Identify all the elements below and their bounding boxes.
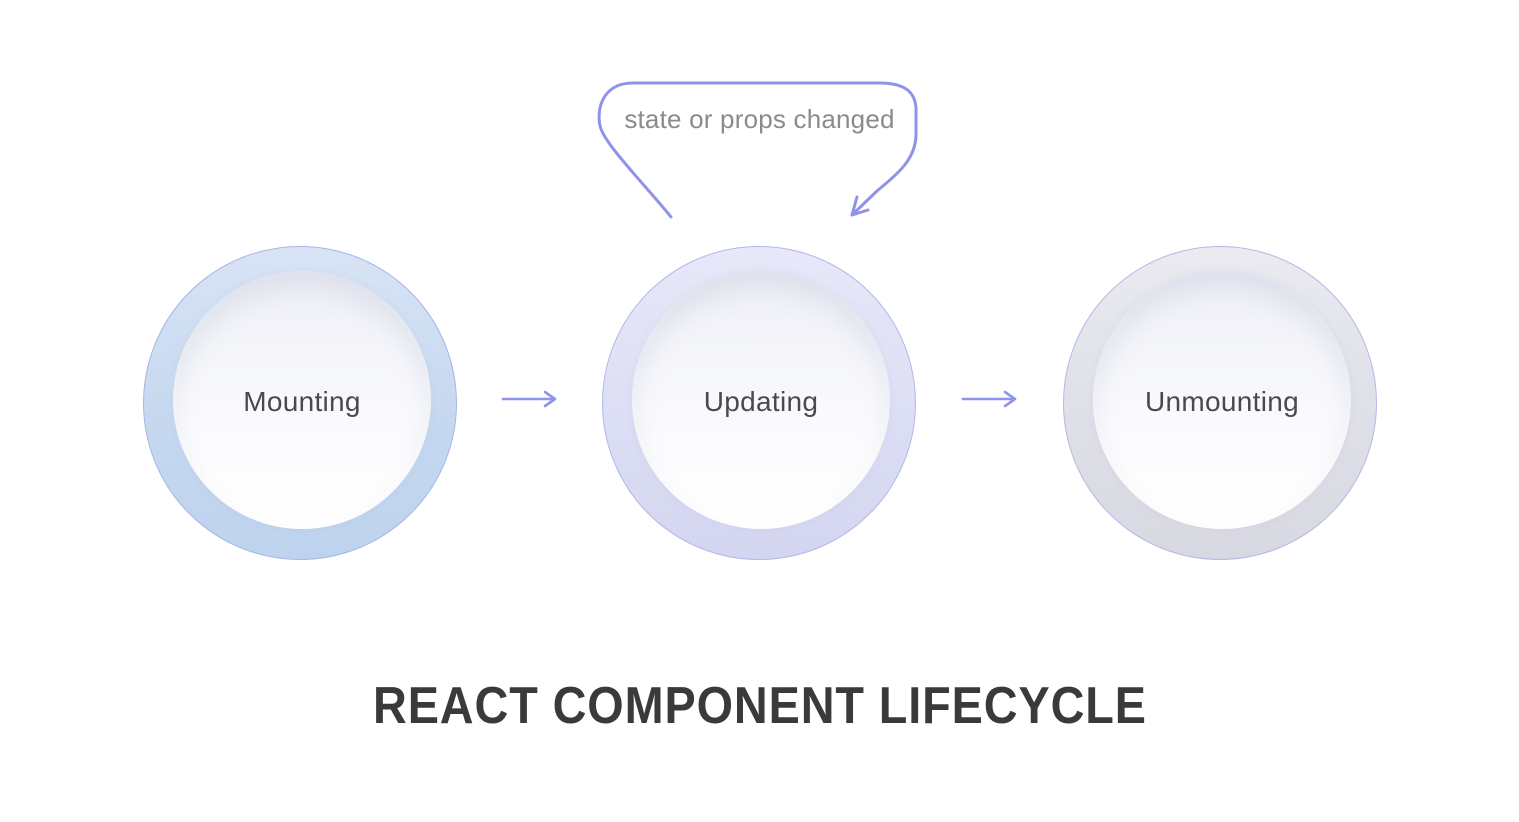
node-updating: Updating xyxy=(602,246,916,560)
diagram-title-text: REACT COMPONENT LIFECYCLE xyxy=(372,677,1147,735)
node-mounting-label: Mounting xyxy=(243,386,361,417)
loop-annotation-label: state or props changed xyxy=(624,104,895,134)
node-unmounting-label: Unmounting xyxy=(1145,386,1299,417)
node-mounting: Mounting xyxy=(143,246,457,560)
arrow-mounting-to-updating xyxy=(501,390,557,408)
node-unmounting-inner-disc: Unmounting xyxy=(1093,271,1351,529)
loop-arrow xyxy=(597,81,918,219)
node-updating-label: Updating xyxy=(703,386,819,417)
node-unmounting: Unmounting xyxy=(1063,246,1377,560)
arrow-updating-to-unmounting xyxy=(961,390,1017,408)
node-updating-inner-disc: Updating xyxy=(632,271,890,529)
node-mounting-inner-disc: Mounting xyxy=(173,271,431,529)
diagram-title: REACT COMPONENT LIFECYCLE xyxy=(0,677,1519,735)
